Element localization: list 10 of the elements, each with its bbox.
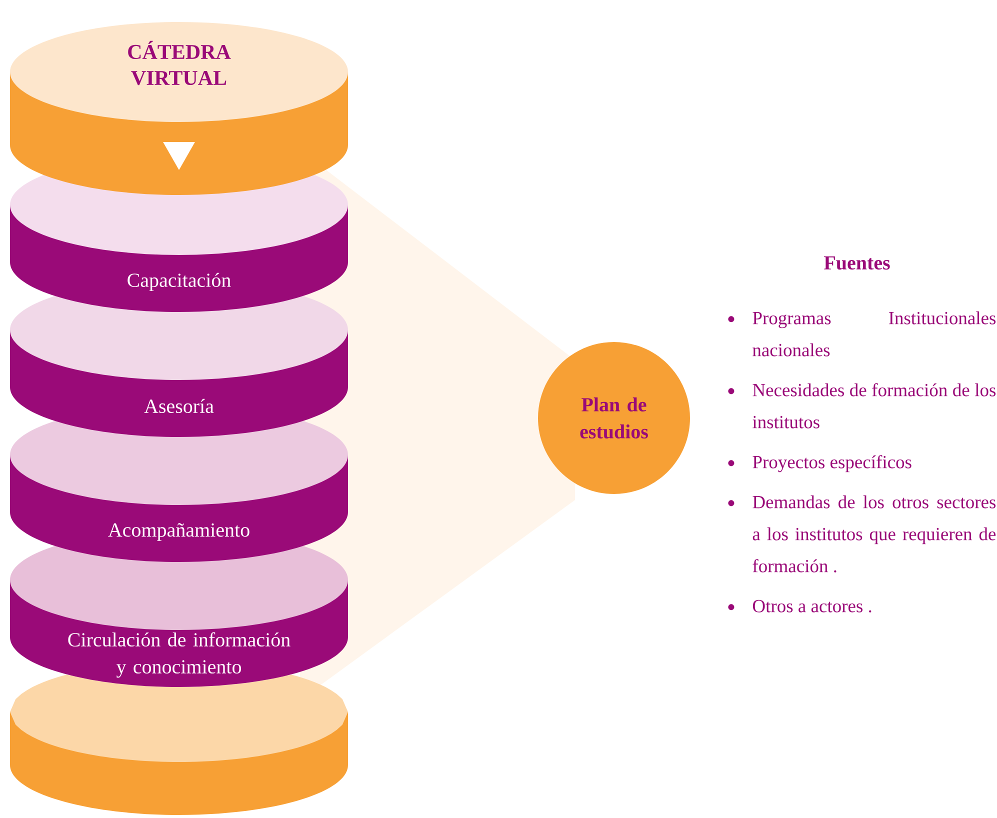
bullet-item: Proyectos específicos xyxy=(728,455,912,472)
cylinder-top: CÁTEDRA VIRTUAL xyxy=(10,22,348,195)
bullet-item: Otros a actores . xyxy=(728,600,872,612)
node-label: CÁTEDRA xyxy=(128,40,231,60)
list-heading: Fuentes xyxy=(824,256,890,270)
node-label: Circulación de información y conocimiento xyxy=(68,632,290,678)
bullet-item: Necesidades de formación de los institutos xyxy=(728,383,996,428)
circle-node: Plan de estudios xyxy=(538,342,690,494)
bullet-item: Demandas de los otros sectores a los institutos que requieren de formación . xyxy=(728,495,996,572)
bullet-item: Programas Institucionales nacionales xyxy=(728,311,996,356)
